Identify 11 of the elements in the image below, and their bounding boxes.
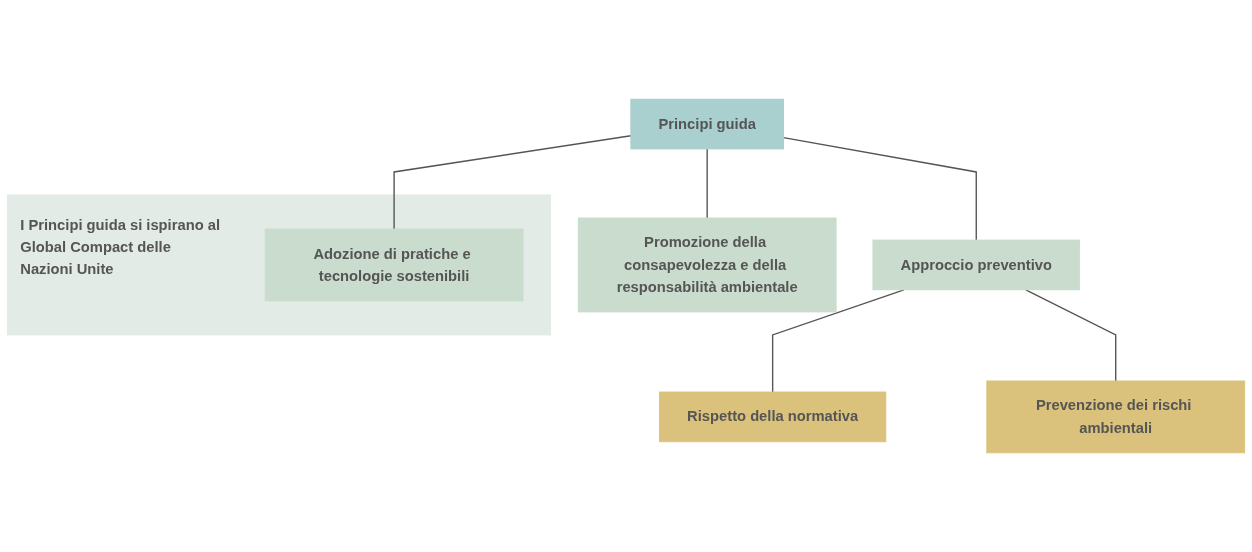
connector	[771, 289, 905, 393]
node-box: Adozione di pratiche e tecnologie sostenibili	[264, 228, 524, 302]
node-box: Promozione della consapevolezza e della responsabilità ambientale	[577, 217, 837, 313]
connector	[393, 135, 632, 230]
node-box: Rispetto della normativa	[659, 391, 887, 443]
node-box: Prevenzione dei rischi ambientali	[986, 380, 1246, 454]
connector	[706, 148, 708, 219]
node-box: Principi guida	[630, 98, 784, 150]
connector	[1025, 289, 1117, 382]
connector	[782, 136, 977, 241]
node-box: Approccio preventivo	[872, 239, 1081, 291]
